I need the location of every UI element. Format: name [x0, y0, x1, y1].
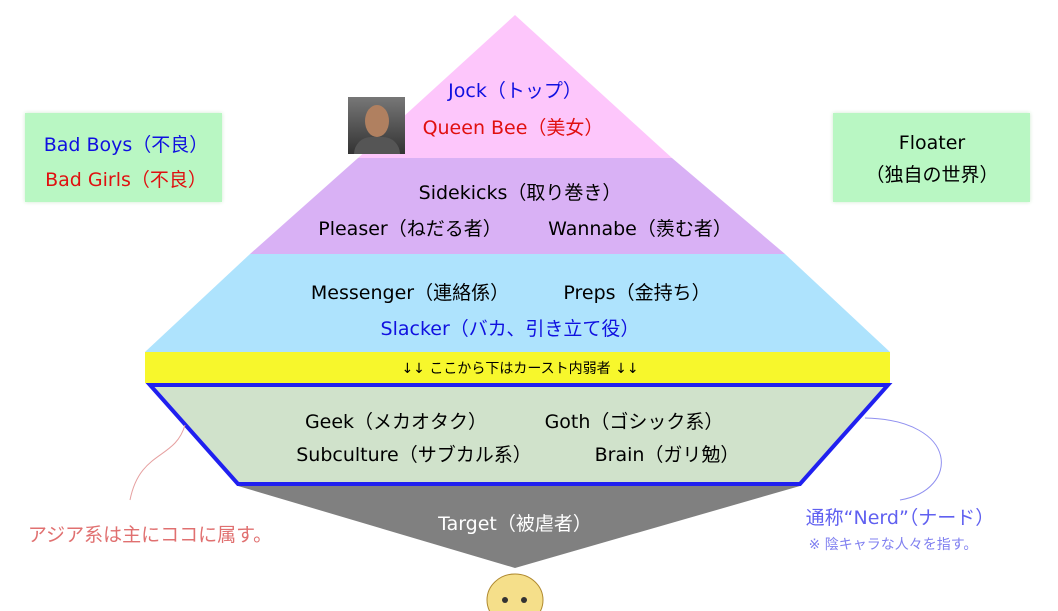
asian-connector-line	[129, 424, 186, 501]
label-preps: Preps（金持ち）	[563, 282, 711, 304]
label-floater-sub: （独自の世界）	[865, 164, 999, 186]
tier-messenger-blue	[145, 254, 890, 352]
label-bad-girls: Bad Girls（不良）	[45, 169, 207, 191]
label-floater: Floater	[898, 132, 966, 154]
label-brain: Brain（ガリ勉）	[594, 444, 740, 466]
tier-target-gray	[238, 486, 800, 568]
label-messenger: Messenger（連絡係）	[310, 282, 510, 304]
label-subculture: Subculture（サブカル系）	[296, 444, 532, 466]
nerd-label: 通称“Nerd”（ナード）	[805, 507, 995, 529]
label-slacker: Slacker（バカ、引き立て役）	[380, 318, 640, 340]
label-sidekicks: Sidekicks（取り巻き）	[418, 182, 622, 204]
label-pleaser: Pleaser（ねだる者）	[318, 218, 502, 240]
label-bad-boys: Bad Boys（不良）	[43, 134, 209, 156]
jock-photo	[348, 97, 405, 154]
target-cartoon-face-icon	[486, 573, 544, 611]
bad-boys-box	[25, 113, 222, 202]
tier-top-pink	[358, 15, 672, 158]
divider-yellow-band	[145, 352, 890, 383]
label-target: Target（被虐者）	[438, 513, 592, 535]
label-jock: Jock（トップ）	[448, 80, 582, 102]
label-wannabe: Wannabe（羨む者）	[548, 218, 732, 240]
label-queen-bee: Queen Bee（美女）	[422, 117, 604, 139]
label-goth: Goth（ゴシック系）	[544, 411, 724, 433]
nerd-note: ※ 陰キャラな人々を指す。	[808, 537, 978, 553]
label-divider: ↓↓ ここから下はカースト内弱者 ↓↓	[401, 361, 639, 377]
floater-box	[833, 113, 1030, 202]
label-geek: Geek（メカオタク）	[304, 411, 488, 433]
asian-note: アジア系は主にココに属す。	[27, 524, 273, 546]
nerd-connector-line	[864, 417, 942, 501]
tier-geek-green	[145, 383, 893, 486]
tier-sidekicks-purple	[250, 158, 785, 254]
